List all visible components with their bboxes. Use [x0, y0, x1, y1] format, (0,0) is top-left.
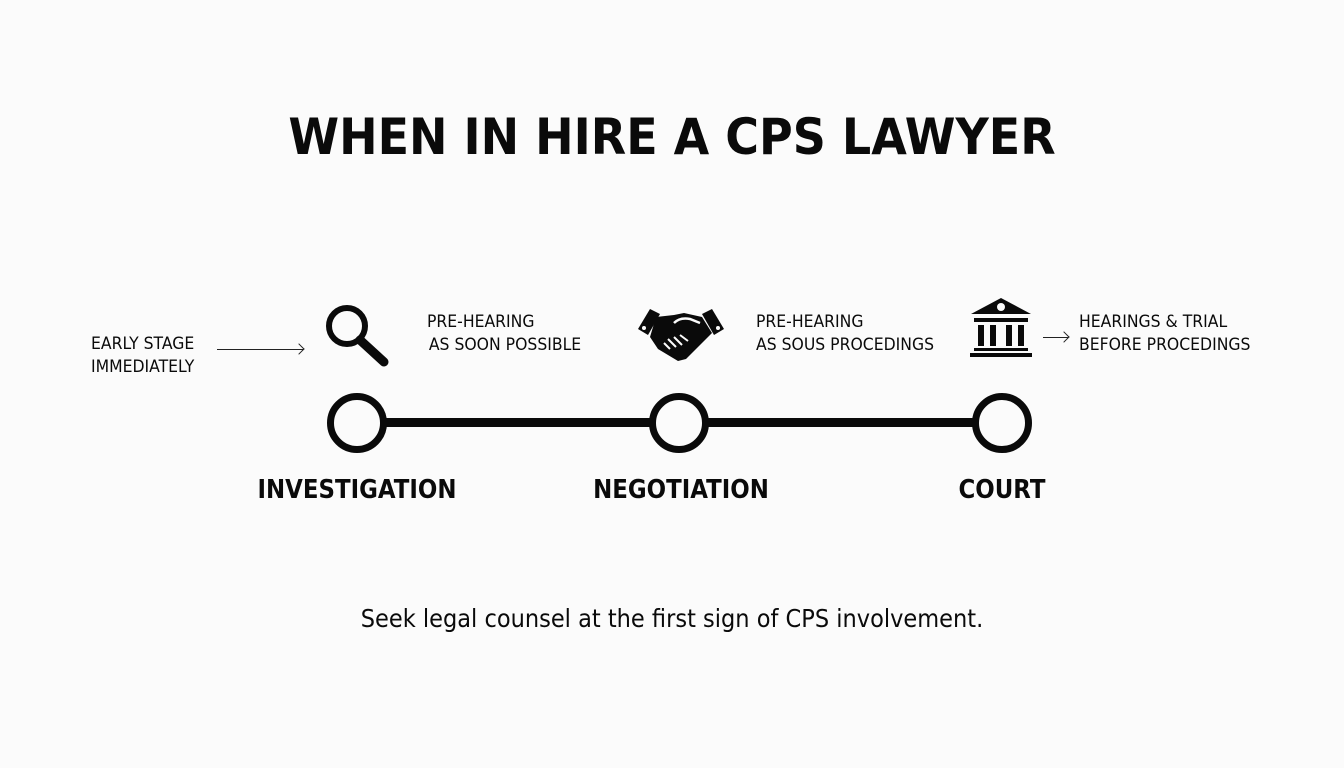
timeline-node-investigation: [327, 393, 387, 453]
page-title: WHEN IN HIRE A CPS LAWYER: [288, 108, 1056, 166]
early-stage-annotation: EARLY STAGE IMMEDIATELY: [91, 333, 194, 379]
courthouse-icon: [970, 298, 1032, 357]
hearings-line2: BEFORE PROCEDINGS: [1079, 335, 1251, 355]
timeline-node-court: [972, 393, 1032, 453]
hearings-annotation: HEARINGS & TRIAL BEFORE PROCEDINGS: [1079, 311, 1250, 357]
pre-hearing-1-line2: AS SOON POSSIBLE: [428, 335, 582, 355]
pre-hearing-2-line1: PRE-HEARING: [756, 312, 864, 332]
stage-label-negotiation: NEGOTIATION: [593, 475, 769, 505]
stage-label-court: COURT: [958, 475, 1046, 505]
early-stage-line2: IMMEDIATELY: [91, 357, 195, 377]
timeline-node-negotiation: [649, 393, 709, 453]
early-stage-line1: EARLY STAGE: [91, 334, 195, 354]
arrow-head-icon-2: [1058, 331, 1070, 343]
arrow-right-icon-2: [1043, 337, 1068, 338]
pre-hearing-annotation-1: PRE-HEARING AS SOON POSSIBLE: [427, 311, 581, 357]
pre-hearing-2-line2: AS SOUS PROCEDINGS: [756, 335, 935, 355]
pre-hearing-1-line1: PRE-HEARING: [427, 312, 535, 332]
stage-label-investigation: INVESTIGATION: [257, 475, 457, 505]
hearings-line1: HEARINGS & TRIAL: [1079, 312, 1228, 332]
footer-note: Seek legal counsel at the first sign of …: [360, 604, 984, 633]
pre-hearing-annotation-2: PRE-HEARING AS SOUS PROCEDINGS: [756, 311, 934, 357]
arrow-right-icon: [217, 349, 303, 350]
handshake-icon: [638, 309, 724, 361]
magnifying-glass-icon: [326, 305, 389, 367]
arrow-head-icon: [293, 343, 305, 355]
